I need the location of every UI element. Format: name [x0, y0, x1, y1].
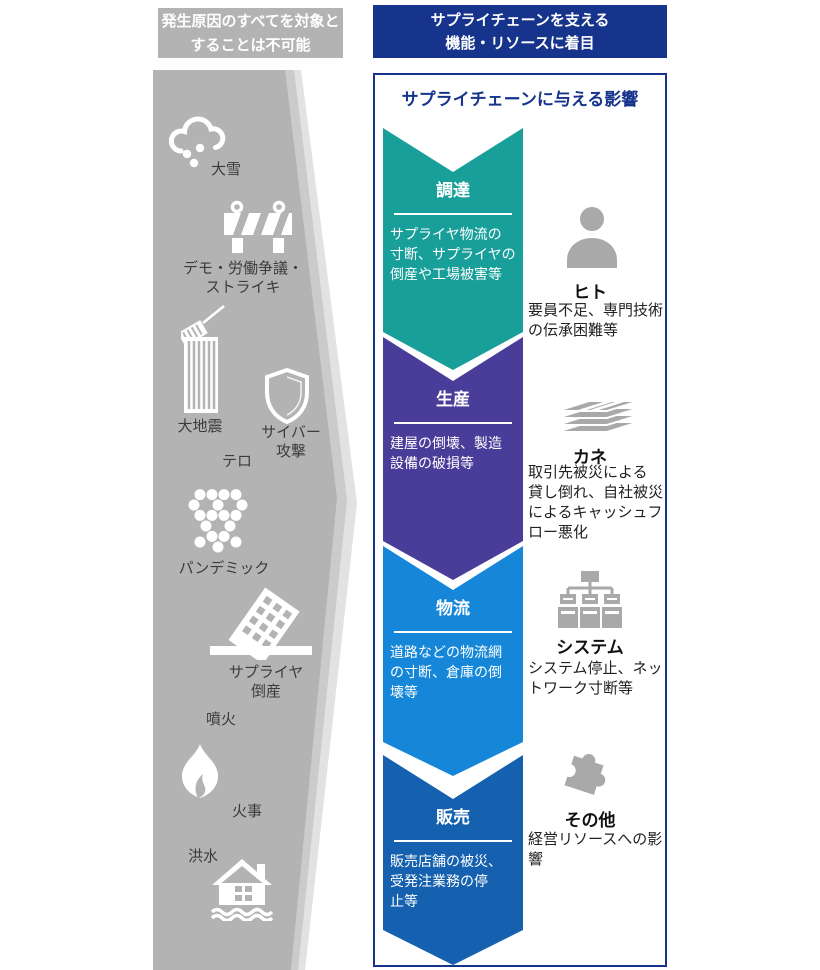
resource-desc-money: 取引先被災による 貸し倒れ、自社被災 によるキャッシュフ ロー悪化: [528, 463, 664, 541]
hazard-label-fire: 火事: [231, 802, 263, 820]
money-icon: [556, 399, 640, 432]
right-header: サプライチェーンを支える 機能・リソースに着目: [373, 5, 667, 58]
hazard-label-eruption: 噴火: [205, 710, 237, 728]
hazard-label-demonstrations: デモ・労働争議・ ストライキ: [182, 259, 304, 296]
chevron-production: 生産 建屋の倒壊、製造 設備の破損等: [383, 337, 523, 580]
hazard-label-flood: 洪水: [187, 847, 219, 865]
quake-building-icon: [181, 305, 225, 413]
flood-house-icon: [210, 859, 274, 921]
divider-line: [394, 213, 512, 215]
resource-desc-people: 要員不足、専門技術 の伝承困難等: [528, 301, 664, 339]
chevron-logistics: 物流 道路などの物流網 の寸断、倉庫の倒 壊等: [383, 546, 523, 776]
snow-cloud-icon: [168, 116, 226, 168]
chevron-production-desc: 建屋の倒壊、製造 設備の破損等: [390, 436, 502, 472]
resource-label-people: ヒト: [573, 283, 607, 303]
shield-icon: [265, 368, 309, 425]
divider-line: [394, 840, 512, 842]
hazard-label-heavy-snow: 大雪: [210, 160, 242, 178]
resource-label-other: その他: [564, 811, 616, 831]
flame-icon: [181, 744, 219, 798]
hazard-label-terrorism: テロ: [221, 452, 253, 470]
chevron-sales-title: 販売: [436, 808, 470, 828]
fallen-building-icon: [210, 587, 312, 660]
resource-label-money: カネ: [573, 448, 607, 468]
chevron-logistics-desc: 道路などの物流網 の寸断、倉庫の倒 壊等: [390, 645, 502, 701]
resource-desc-system: システム停止、ネッ トワーク寸断等: [528, 659, 663, 697]
system-icon: [558, 571, 622, 628]
person-icon: [567, 207, 617, 268]
hazard-label-earthquake: 大地震: [177, 417, 223, 435]
hazard-label-cyber-attack: サイバー 攻撃: [261, 423, 321, 460]
chevron-procurement-title: 調達: [436, 181, 470, 201]
resource-label-system: システム: [556, 638, 624, 658]
chevron-logistics-title: 物流: [436, 599, 470, 619]
impact-box-title: サプライチェーンに与える影響: [401, 90, 639, 110]
chevron-sales-desc: 販売店舗の被災、 受発注業務の停 止等: [390, 854, 502, 910]
chevron-production-title: 生産: [436, 390, 470, 410]
barricade-icon: [224, 200, 292, 253]
resource-desc-other: 経営リソースへの影響: [528, 830, 663, 868]
divider-line: [394, 422, 512, 424]
left-header: 発生原因のすべてを対象と することは不可能: [158, 8, 343, 58]
virus-icon: [188, 489, 248, 553]
chevron-procurement-desc: サプライヤ物流の 寸断、サプライヤの 倒産や工場被害等: [390, 227, 516, 283]
hazard-label-supplier-bankruptcy: サプライヤ 倒産: [228, 663, 304, 700]
puzzle-icon: [564, 754, 606, 795]
hazard-label-pandemic: パンデミック: [178, 559, 270, 577]
divider-line: [394, 631, 512, 633]
